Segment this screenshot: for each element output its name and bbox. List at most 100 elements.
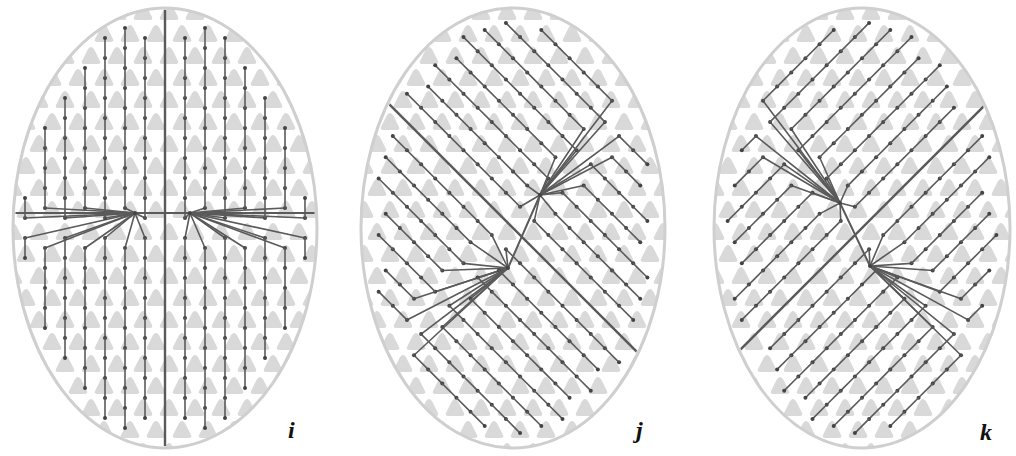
vein-line bbox=[435, 348, 449, 362]
vein-node bbox=[938, 63, 942, 67]
vein-line bbox=[883, 164, 897, 178]
vein-line bbox=[791, 341, 805, 355]
vein-line bbox=[124, 108, 126, 128]
vein-line bbox=[164, 0, 166, 456]
vein-node bbox=[645, 162, 649, 166]
vein-line bbox=[244, 168, 246, 188]
vein-line bbox=[204, 328, 206, 348]
vein-line bbox=[813, 235, 827, 249]
vein-line bbox=[633, 207, 647, 221]
vein-line bbox=[485, 30, 499, 44]
vein-line bbox=[104, 258, 106, 278]
vein-line bbox=[104, 158, 106, 178]
vein-line bbox=[84, 368, 86, 388]
vein-line bbox=[184, 398, 186, 418]
vein-line bbox=[598, 87, 612, 101]
vein-line bbox=[848, 341, 862, 355]
vein-line bbox=[124, 148, 126, 168]
vein-node bbox=[188, 211, 192, 215]
vein-line bbox=[506, 249, 520, 263]
vein-node bbox=[63, 356, 67, 360]
vein-node bbox=[987, 268, 991, 272]
vein-line bbox=[570, 228, 584, 242]
vein-line bbox=[926, 179, 940, 193]
vein-line bbox=[204, 148, 206, 168]
vein-line bbox=[933, 87, 947, 101]
vein-line bbox=[449, 80, 463, 94]
vein-line bbox=[125, 213, 135, 248]
vein-line bbox=[124, 168, 126, 188]
vein-node bbox=[740, 261, 744, 265]
vein-line bbox=[64, 158, 66, 178]
vein-line bbox=[584, 72, 598, 86]
vein-node bbox=[243, 66, 247, 70]
vein-line bbox=[749, 157, 763, 171]
vein-line bbox=[954, 150, 968, 164]
vein-line bbox=[499, 157, 513, 171]
vein-line bbox=[756, 235, 770, 249]
vein-line bbox=[407, 94, 421, 108]
vein-line bbox=[421, 164, 435, 178]
vein-line bbox=[527, 72, 541, 86]
vein-line bbox=[506, 136, 520, 150]
vein-line bbox=[44, 168, 46, 188]
vein-line bbox=[548, 405, 562, 419]
vein-line bbox=[124, 48, 126, 68]
vein-line bbox=[841, 376, 855, 390]
vein-line bbox=[876, 87, 890, 101]
vein-line bbox=[244, 368, 246, 388]
vein-node bbox=[433, 63, 437, 67]
vein-line bbox=[386, 270, 400, 284]
vein-line bbox=[485, 369, 499, 383]
vein-line bbox=[244, 88, 246, 108]
vein-line bbox=[933, 256, 947, 270]
vein-line bbox=[492, 405, 506, 419]
vein-line bbox=[24, 238, 26, 258]
vein-node bbox=[589, 389, 593, 393]
vein-node bbox=[506, 266, 510, 270]
vein-line bbox=[204, 288, 206, 308]
vein-line bbox=[883, 108, 897, 122]
vein-line bbox=[144, 58, 146, 78]
vein-line bbox=[584, 186, 598, 200]
vein-line bbox=[449, 136, 463, 150]
vein-line bbox=[144, 338, 146, 358]
vein-line bbox=[471, 72, 485, 86]
vein-line bbox=[428, 369, 442, 383]
vein-line bbox=[975, 214, 989, 228]
vein-line bbox=[224, 178, 226, 198]
vein-line bbox=[584, 242, 598, 256]
vein-network bbox=[678, 21, 1016, 435]
vein-line bbox=[520, 94, 534, 108]
vein-line bbox=[84, 108, 86, 128]
vein-node bbox=[377, 177, 381, 181]
vein-node bbox=[638, 240, 642, 244]
vein-node bbox=[183, 36, 187, 40]
vein-line bbox=[904, 115, 918, 129]
vein-node bbox=[263, 356, 267, 360]
vein-line bbox=[421, 108, 435, 122]
vein-line bbox=[904, 58, 918, 72]
vein-line bbox=[84, 328, 86, 348]
vein-line bbox=[393, 249, 407, 263]
vein-line bbox=[449, 249, 463, 263]
vein-line bbox=[534, 108, 548, 122]
vein-line bbox=[464, 37, 478, 51]
vein-line bbox=[513, 341, 527, 355]
vein-line bbox=[506, 419, 520, 433]
vein-line bbox=[541, 143, 555, 157]
vein-line bbox=[104, 198, 106, 218]
vein-line bbox=[520, 37, 534, 51]
vein-line bbox=[855, 306, 869, 320]
vein-network bbox=[329, 21, 697, 435]
vein-line bbox=[562, 193, 576, 207]
vein-line bbox=[428, 256, 442, 270]
vein-line bbox=[678, 44, 1016, 412]
vein-line bbox=[870, 263, 911, 266]
vein-line bbox=[204, 348, 206, 368]
vein-line bbox=[393, 193, 407, 207]
vein-line bbox=[244, 188, 246, 208]
vein-line bbox=[104, 358, 106, 378]
vein-line bbox=[834, 355, 848, 369]
vein-node bbox=[617, 360, 621, 364]
